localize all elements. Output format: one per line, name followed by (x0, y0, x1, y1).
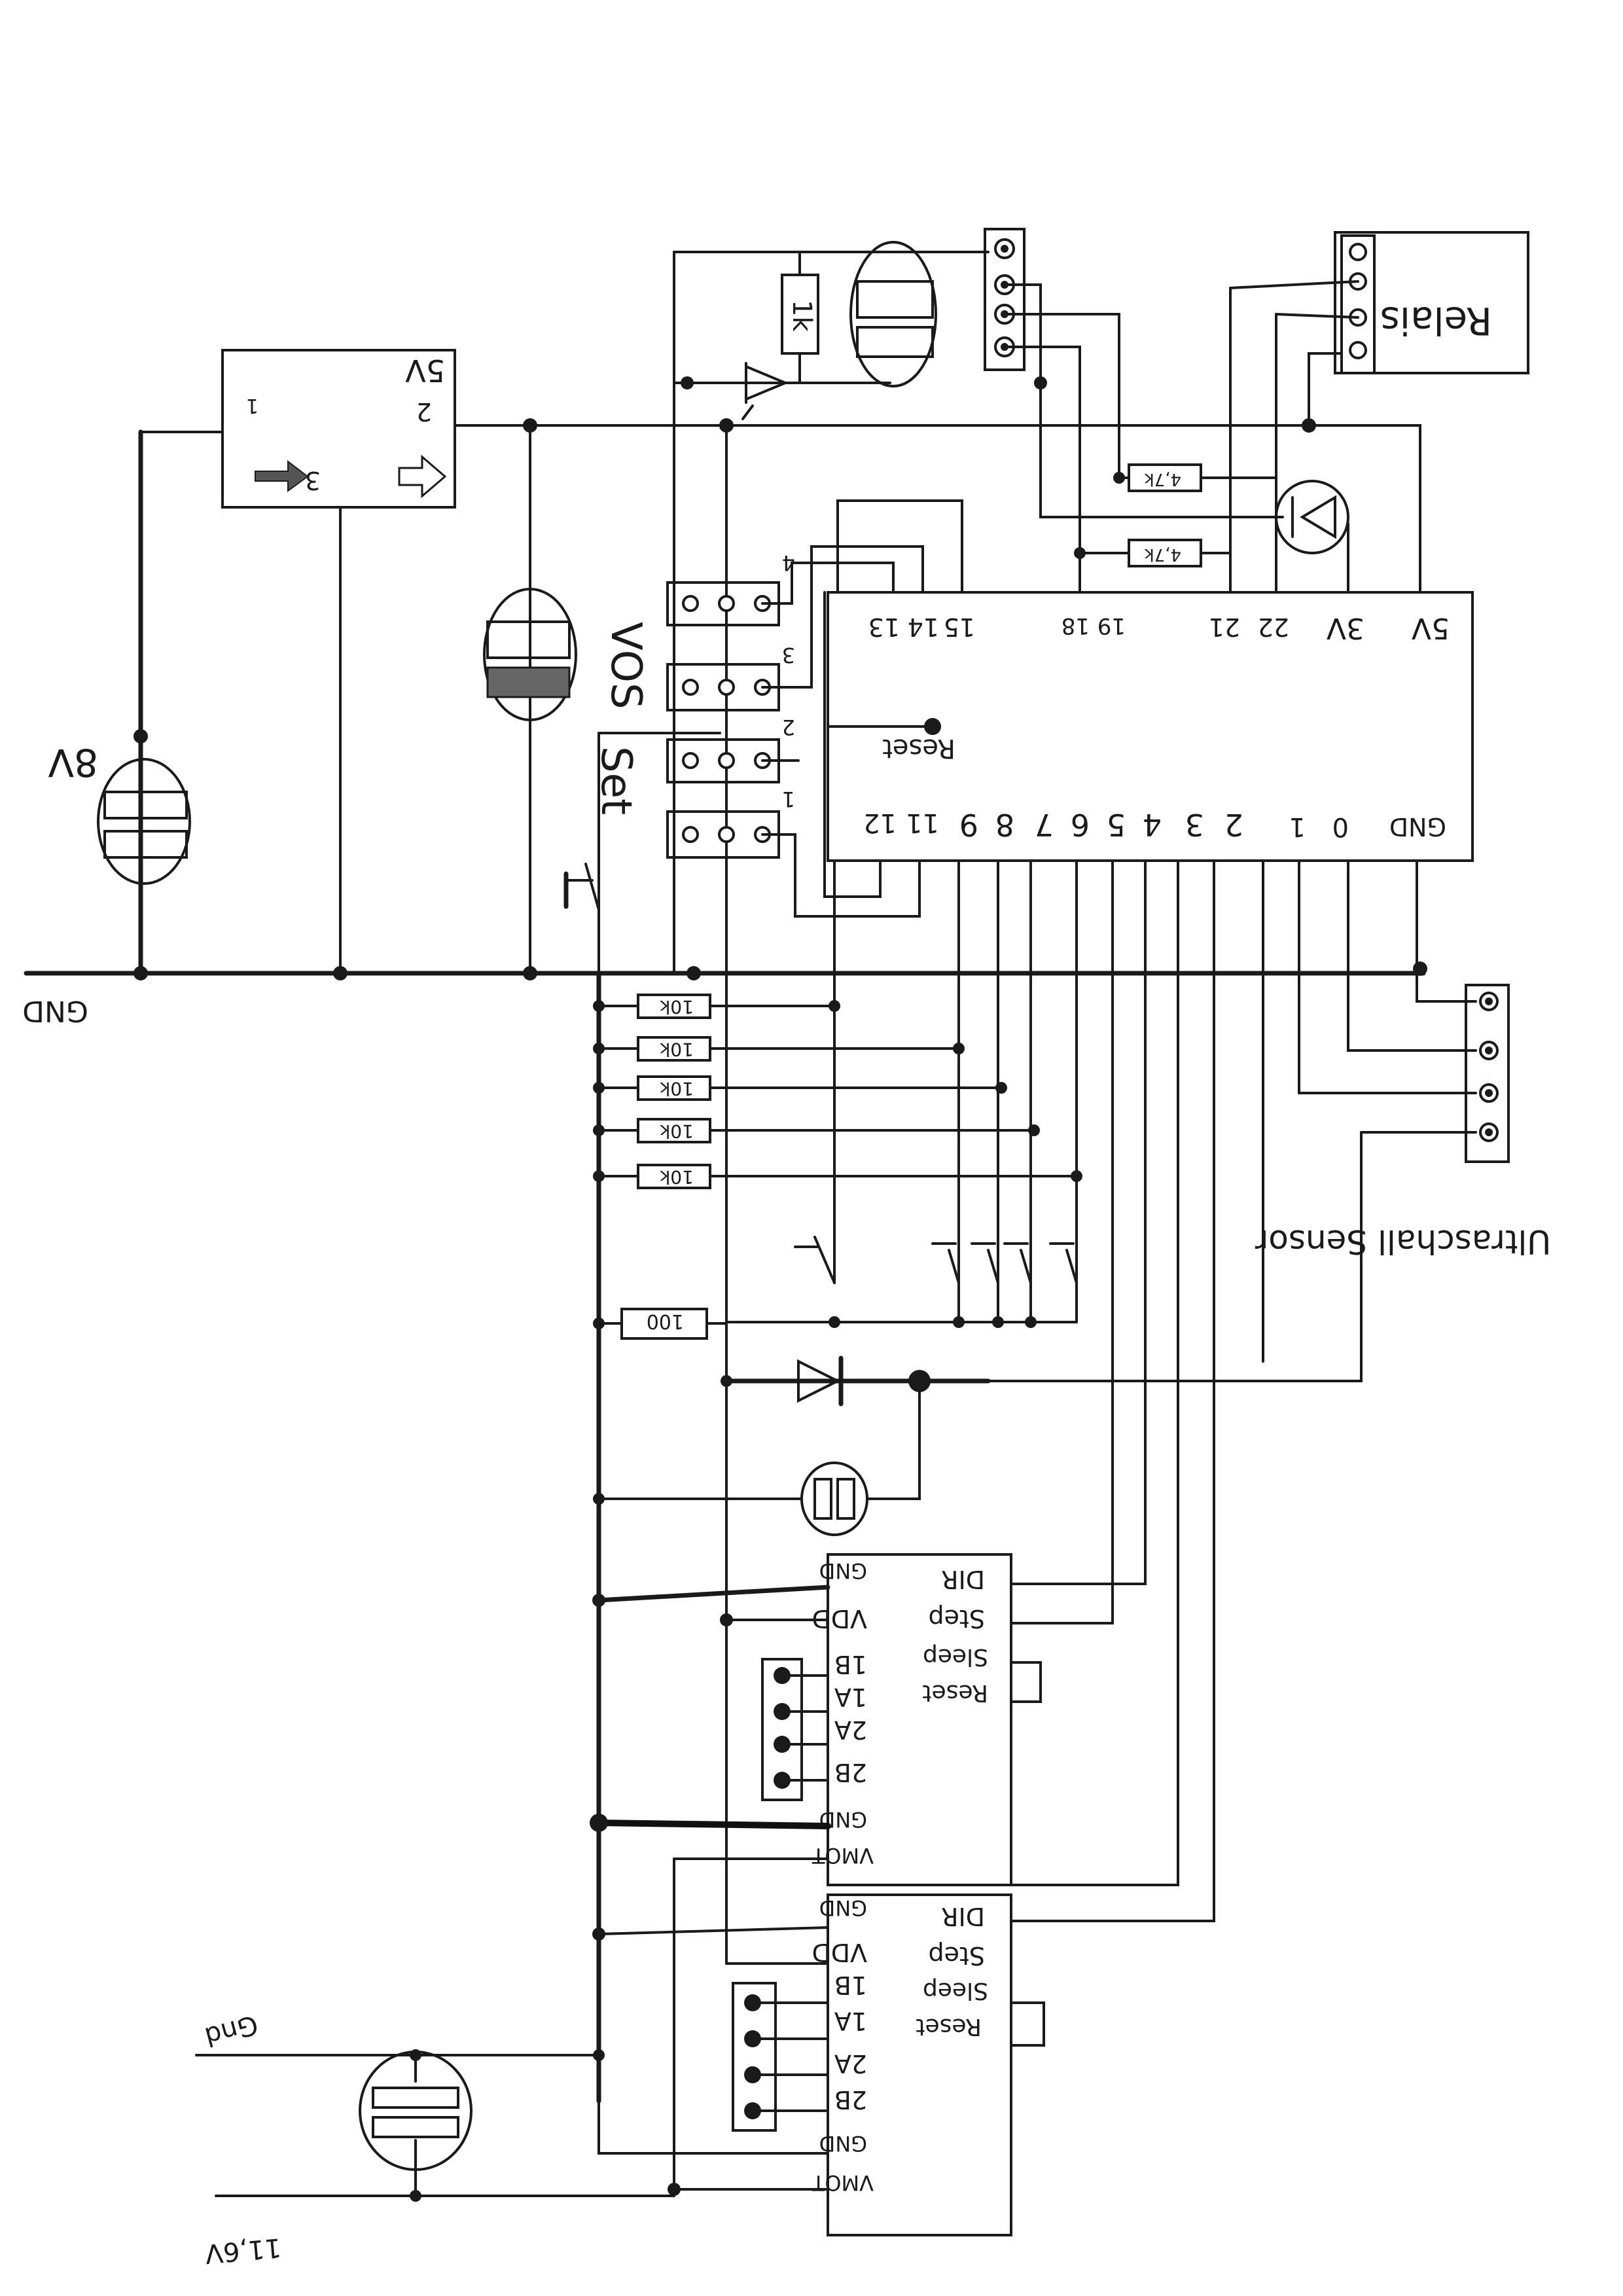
driver2-vmot: VMOT (812, 2170, 874, 2195)
mcu-pin-12: 12 (863, 808, 897, 838)
driver2-coil-connector (732, 1982, 777, 2132)
driver1-2b: 2B (834, 1758, 867, 1787)
resistor-4k7-a-label: 4,7k (1145, 469, 1181, 489)
header-num-2: 2 (782, 715, 795, 740)
rail-capacitor (483, 588, 577, 721)
mcu-pin-9: 9 (959, 807, 978, 842)
driver2-1b: 1B (834, 1971, 867, 2000)
relay-pins (1340, 234, 1376, 374)
driver1-dir: DIR (941, 1565, 985, 1594)
relay-label: Relais (1380, 298, 1492, 343)
mcu-pin-11: 11 (906, 808, 939, 838)
mcu-pin-0: 0 (1332, 812, 1349, 842)
regulator-pin3-label: 3 (305, 466, 321, 495)
input-8v-label: 8V (48, 740, 98, 785)
mcu-pin-14: 14 (908, 613, 939, 641)
resistor-10k-2-label: 10k (659, 1039, 694, 1060)
ultrasonic-connector (1465, 984, 1510, 1163)
reset-switch[interactable] (563, 863, 600, 977)
mcu-pin-1: 1 (1289, 812, 1306, 842)
regulator-arrow-hollow (398, 454, 447, 499)
mcu-pin-gnd: GND (1389, 812, 1446, 841)
mcu-pin-2: 2 (1224, 807, 1243, 842)
driver1-gnd-top: GND (819, 1558, 867, 1583)
status-led (741, 362, 789, 420)
gnd-rail-label: GND (22, 994, 88, 1028)
driver2-board (827, 1893, 1012, 2236)
driver1-step: Step (928, 1604, 985, 1633)
header-group-vos: VOS (601, 622, 650, 709)
diode (721, 1355, 991, 1407)
regulator-pin2-label: 2 (416, 397, 432, 426)
resistor-10k-5-label: 10k (659, 1166, 694, 1188)
relay-transistor (1275, 480, 1349, 554)
top-connector (984, 228, 1026, 371)
driver2-gnd-bottom: GND (819, 2131, 867, 2156)
push-buttons[interactable] (794, 1236, 1078, 1284)
mcu-pin-13: 13 (868, 613, 900, 641)
input-capacitor (97, 758, 191, 885)
driver2-1a: 1A (834, 2007, 867, 2036)
mcu-pin-3: 3 (1185, 807, 1204, 842)
resistor-10k-3-label: 10k (659, 1078, 694, 1100)
mcu-pin-5: 5 (1107, 807, 1126, 842)
driver1-board (827, 1553, 1012, 1886)
motor-vin-label: 11,6V (204, 2232, 283, 2269)
driver2-2a: 2A (834, 2049, 867, 2078)
regulator-out-label: 5V (405, 353, 445, 388)
driver2-step: Step (928, 1941, 985, 1970)
mcu-pin-22: 22 (1258, 613, 1289, 641)
regulator-arrow-filled (255, 459, 309, 492)
mcu-pin-18: 18 (1061, 613, 1090, 639)
driver2-sleep: Sleep (923, 1977, 988, 2004)
driver1-reset: Reset (922, 1679, 988, 1706)
mcu-pin-5v: 5V (1412, 611, 1450, 645)
resistor-1k-label: 1k (787, 300, 817, 332)
driver1-sleep: Sleep (923, 1643, 988, 1670)
header-num-1: 1 (782, 787, 795, 812)
mcu-bottom-pin-labels: GND 0 1 2 3 4 5 6 7 8 9 11 12 (863, 807, 1446, 842)
header-block (666, 581, 780, 859)
mcu-pin-19: 19 (1097, 613, 1126, 639)
driver1-coil-connector (761, 1658, 803, 1801)
mcu-pin-3v: 3V (1327, 611, 1364, 645)
driver1-vmot: VMOT (812, 1843, 874, 1868)
voltage-regulator: 1 2 3 5V (221, 349, 456, 509)
mcu-pin-4: 4 (1143, 807, 1162, 842)
sensor-label: Ultraschall Sensor (1255, 1223, 1551, 1261)
driver1-2a: 2A (834, 1715, 867, 1744)
relay-capacitor (849, 241, 937, 387)
driver2-vdd: VDD (812, 1938, 867, 1967)
mcu-reset-label: Reset (882, 733, 955, 763)
mcu-pin-21: 21 (1209, 613, 1240, 641)
mcu-pin-7: 7 (1035, 807, 1054, 842)
resistor-10k-4-label: 10k (659, 1121, 694, 1142)
mcu-pin-6: 6 (1071, 807, 1090, 842)
driver2-dir: DIR (941, 1902, 985, 1931)
small-capacitor (800, 1462, 868, 1536)
regulator-pin1-label: 1 (246, 394, 259, 417)
driver1-1b: 1B (834, 1650, 867, 1679)
header-num-3: 3 (782, 643, 795, 668)
mcu-top-pin-labels: 5V 3V 22 21 19 18 15 14 13 (868, 611, 1450, 645)
driver2-reset: Reset (916, 2013, 982, 2040)
mcu-pin-15: 15 (944, 613, 975, 641)
resistor-4k7-b-label: 4,7k (1145, 545, 1181, 564)
motor-gnd-label: Gnd (202, 2009, 261, 2052)
relay-box (1334, 231, 1529, 374)
mcu-pin-8: 8 (995, 807, 1014, 842)
driver2-gnd-top: GND (819, 1895, 867, 1920)
driver2-2b: 2B (834, 2085, 867, 2114)
resistor-10k-1-label: 10k (659, 996, 694, 1018)
resistor-100-label: 100 (647, 1310, 684, 1333)
driver1-1a: 1A (834, 1683, 867, 1712)
